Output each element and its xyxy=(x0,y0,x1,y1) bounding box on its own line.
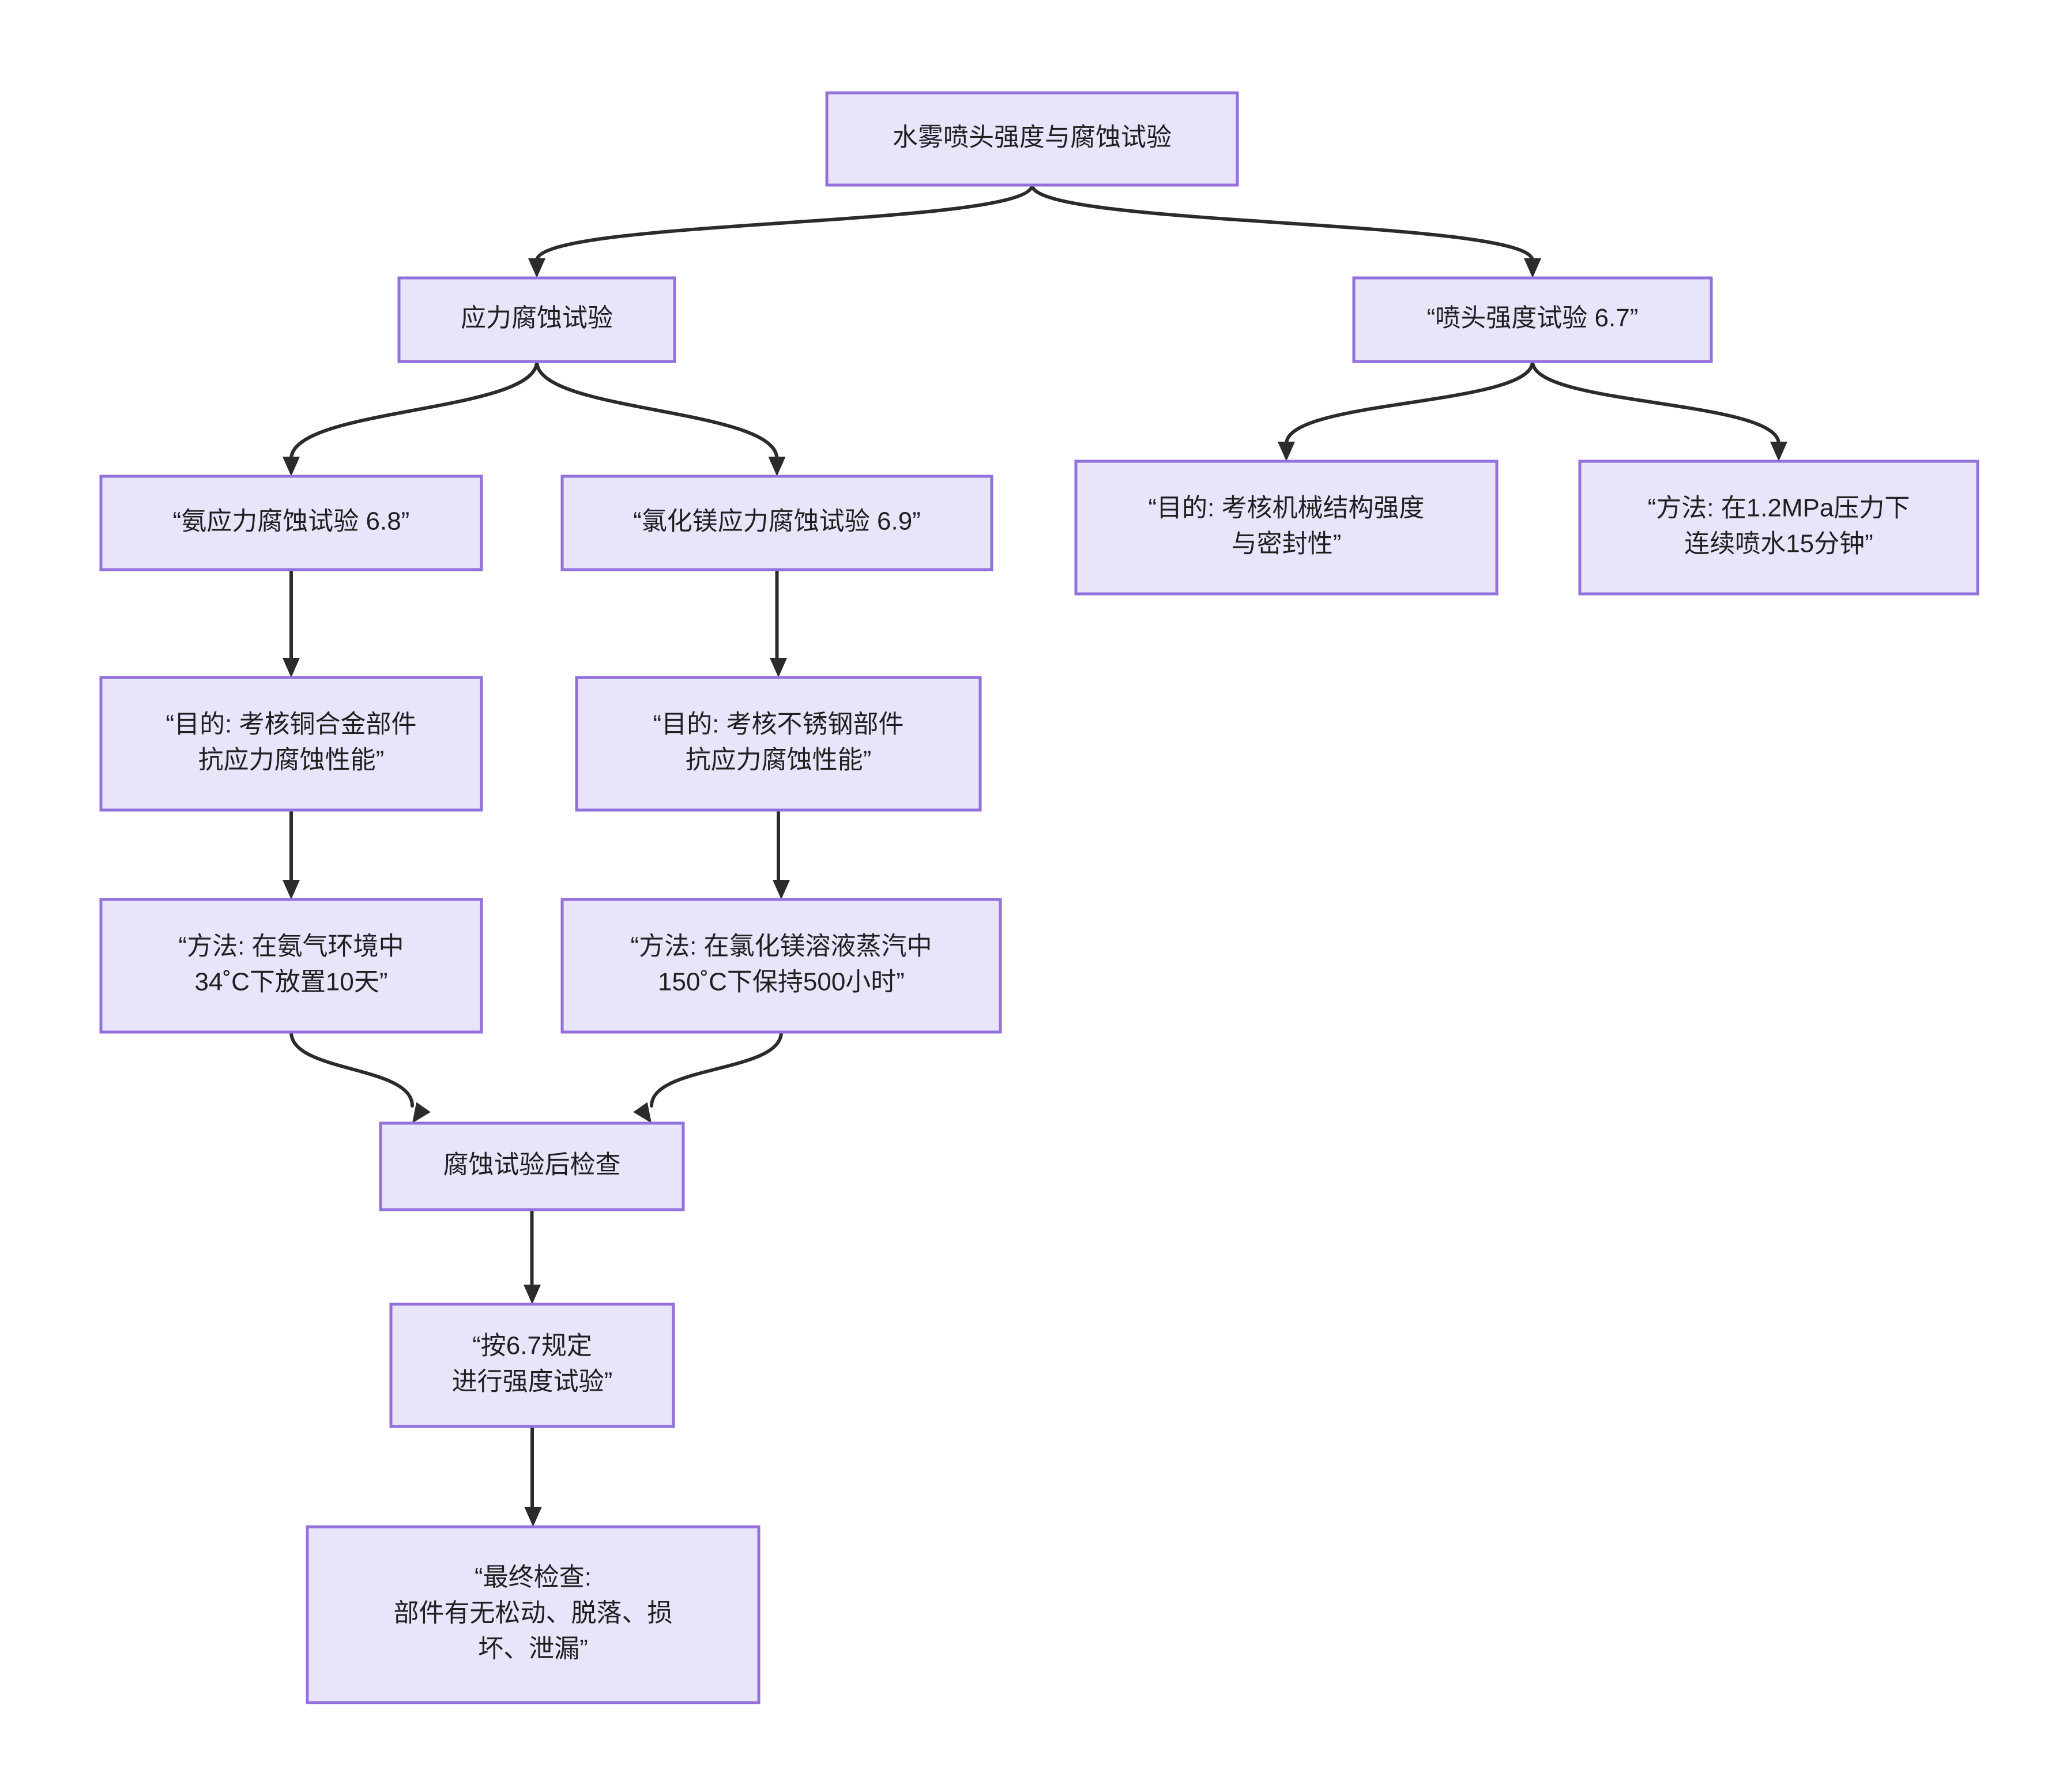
node-rect[interactable] xyxy=(1578,460,1979,596)
node-label: 连续喷水15分钟” xyxy=(1684,530,1873,558)
flow-edge xyxy=(1278,360,1534,461)
flow-edge xyxy=(283,360,539,476)
flow-edge xyxy=(283,568,300,677)
edge-arrowhead xyxy=(1278,442,1295,461)
flow-edge xyxy=(1531,360,1787,461)
node-rect[interactable] xyxy=(1352,276,1713,363)
node-rect[interactable] xyxy=(825,91,1239,187)
edge-arrowhead xyxy=(283,880,300,899)
node-label: “喷头强度试验 6.7” xyxy=(1427,304,1639,332)
node-rect[interactable] xyxy=(389,1302,675,1428)
node-rect[interactable] xyxy=(99,898,483,1034)
flow-edge xyxy=(770,568,787,677)
edge-arrowhead xyxy=(283,457,300,476)
node-label: 抗应力腐蚀性能” xyxy=(686,746,872,774)
node-label: 水雾喷头强度与腐蚀试验 xyxy=(893,123,1172,152)
flow-node[interactable]: “方法: 在氯化镁溶液蒸汽中 150˚C下保持500小时” xyxy=(560,898,1002,1034)
flow-edge xyxy=(524,1208,541,1304)
node-label: “目的: 考核机械结构强度 xyxy=(1148,494,1424,522)
node-label: “按6.7规定 xyxy=(472,1332,592,1360)
node-rect[interactable] xyxy=(306,1525,761,1704)
node-label: “方法: 在氯化镁溶液蒸汽中 xyxy=(630,932,932,961)
flow-node[interactable]: “氨应力腐蚀试验 6.8” xyxy=(99,475,483,571)
flow-node[interactable]: 腐蚀试验后检查 xyxy=(379,1121,685,1211)
edge-arrowhead xyxy=(528,258,545,278)
flow-edge xyxy=(1030,183,1541,278)
node-label: “氨应力腐蚀试验 6.8” xyxy=(173,507,410,536)
node-label: 应力腐蚀试验 xyxy=(461,304,613,332)
node-label: 抗应力腐蚀性能” xyxy=(198,746,385,774)
node-label: “目的: 考核不锈钢部件 xyxy=(653,710,903,739)
node-label: 34˚C下放置10天” xyxy=(195,968,388,996)
flow-edge xyxy=(535,360,786,476)
node-rect[interactable] xyxy=(1074,460,1499,596)
edge-arrowhead xyxy=(768,457,786,476)
node-label: 腐蚀试验后检查 xyxy=(443,1151,621,1179)
node-rect[interactable] xyxy=(575,676,982,812)
node-rect[interactable] xyxy=(560,475,993,571)
flow-edge xyxy=(289,1030,431,1123)
flow-node[interactable]: “氯化镁应力腐蚀试验 6.9” xyxy=(560,475,993,571)
flow-edge xyxy=(773,808,790,899)
edge-arrowhead xyxy=(524,1285,541,1304)
node-rect[interactable] xyxy=(99,676,483,812)
flow-node[interactable]: 应力腐蚀试验 xyxy=(397,276,676,363)
edge-arrowhead xyxy=(524,1507,542,1527)
node-label: “方法: 在氨气环境中 xyxy=(178,932,404,961)
node-label: 进行强度试验” xyxy=(452,1368,613,1396)
node-label: 坏、泄漏” xyxy=(478,1635,588,1663)
flow-edge xyxy=(528,183,1034,278)
node-label: “方法: 在1.2MPa压力下 xyxy=(1648,494,1910,522)
edge-arrowhead xyxy=(283,658,300,677)
node-label: 与密封性” xyxy=(1232,530,1342,558)
node-rect[interactable] xyxy=(560,898,1002,1034)
flow-edge xyxy=(283,808,300,899)
flow-node[interactable]: “方法: 在氨气环境中 34˚C下放置10天” xyxy=(99,898,483,1034)
edge-arrowhead xyxy=(1770,442,1787,461)
edge-arrowhead xyxy=(770,658,787,677)
edge-arrowhead xyxy=(633,1102,652,1123)
edges-layer xyxy=(283,183,1787,1527)
node-label: “最终检查: xyxy=(475,1563,592,1591)
flow-node[interactable]: “喷头强度试验 6.7” xyxy=(1352,276,1713,363)
edge-arrowhead xyxy=(773,880,790,899)
node-label: 150˚C下保持500小时” xyxy=(658,968,905,996)
node-label: 部件有无松动、脱落、损 xyxy=(394,1599,673,1627)
flow-edge xyxy=(633,1030,783,1123)
flow-node[interactable]: “最终检查: 部件有无松动、脱落、损坏、泄漏” xyxy=(306,1525,761,1704)
node-label: “目的: 考核铜合金部件 xyxy=(165,710,416,739)
node-rect[interactable] xyxy=(397,276,676,363)
flow-node[interactable]: 水雾喷头强度与腐蚀试验 xyxy=(825,91,1239,187)
flow-edge xyxy=(524,1425,542,1527)
node-rect[interactable] xyxy=(379,1121,685,1211)
edge-arrowhead xyxy=(412,1102,431,1123)
node-rect[interactable] xyxy=(99,475,483,571)
edge-arrowhead xyxy=(1524,258,1541,278)
node-label: “氯化镁应力腐蚀试验 6.9” xyxy=(633,507,921,536)
